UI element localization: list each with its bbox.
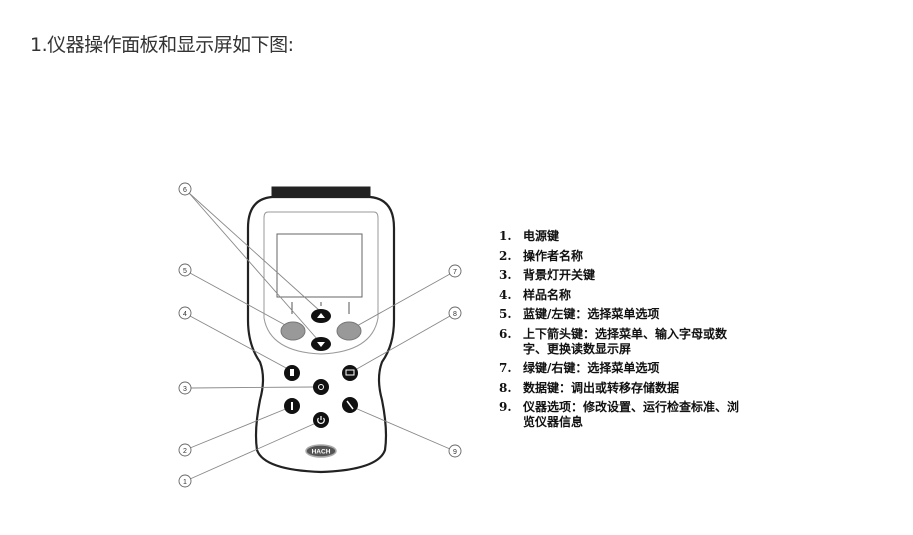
backlight-button[interactable] (313, 379, 329, 395)
callout-8: 8 (448, 306, 462, 320)
svg-text:8: 8 (453, 311, 457, 318)
data-key-button[interactable] (342, 365, 358, 381)
legend-item: 7.绿键/右键：选择菜单选项 (499, 361, 660, 375)
callout-7: 7 (448, 264, 462, 278)
svg-text:2: 2 (183, 448, 187, 455)
legend-item: 6.上下箭头键：选择菜单、输入字母或数字、更换读数显示屏 (499, 326, 728, 356)
callout-1: 1 (178, 474, 192, 488)
green-right-key[interactable] (336, 321, 362, 341)
svg-text:6: 6 (183, 187, 187, 194)
legend-item: 5.蓝键/左键：选择菜单选项 (499, 307, 660, 321)
down-arrow-icon (317, 342, 325, 347)
callout-5: 5 (178, 263, 192, 277)
hach-logo (305, 444, 337, 458)
up-arrow-icon (317, 313, 325, 318)
legend-item: 3.背景灯开关键 (499, 268, 596, 282)
legend-item: 9.仪器选项：修改设置、运行检查标准、浏览仪器信息 (499, 400, 740, 429)
wrench-icon (346, 400, 354, 410)
callout-9: 9 (448, 444, 462, 458)
device-body (246, 195, 396, 474)
power-icon (317, 416, 325, 425)
svg-text:4: 4 (183, 311, 187, 318)
legend-item: 8.数据键：调出或转移存储数据 (499, 380, 680, 395)
legend-item: 1.电源键 (499, 229, 560, 243)
sun-icon (318, 384, 324, 390)
svg-text:1: 1 (183, 479, 187, 486)
callout-2: 2 (178, 443, 192, 457)
callout-3: 3 (178, 381, 192, 395)
hach-logo-text: HACH (312, 449, 331, 456)
legend-item: 2.操作者名称 (499, 248, 584, 263)
legend-item: 4.样品名称 (499, 287, 572, 302)
screen-bezel (263, 211, 379, 355)
svg-text:3: 3 (183, 386, 187, 393)
svg-text:5: 5 (183, 268, 187, 275)
blue-left-key[interactable] (280, 321, 306, 341)
callout-4: 4 (178, 306, 192, 320)
lcd-display (276, 233, 363, 298)
beaker-icon (290, 369, 294, 376)
folder-icon (345, 369, 355, 376)
callout-6: 6 (178, 182, 192, 196)
svg-text:7: 7 (453, 269, 457, 276)
page-title: 1.仪器操作面板和显示屏如下图: (30, 34, 294, 56)
key-legend: 1.电源键 2.操作者名称 3.背景灯开关键 4.样品名称 5.蓝键/左键：选择… (499, 229, 743, 435)
svg-text:9: 9 (453, 449, 457, 456)
